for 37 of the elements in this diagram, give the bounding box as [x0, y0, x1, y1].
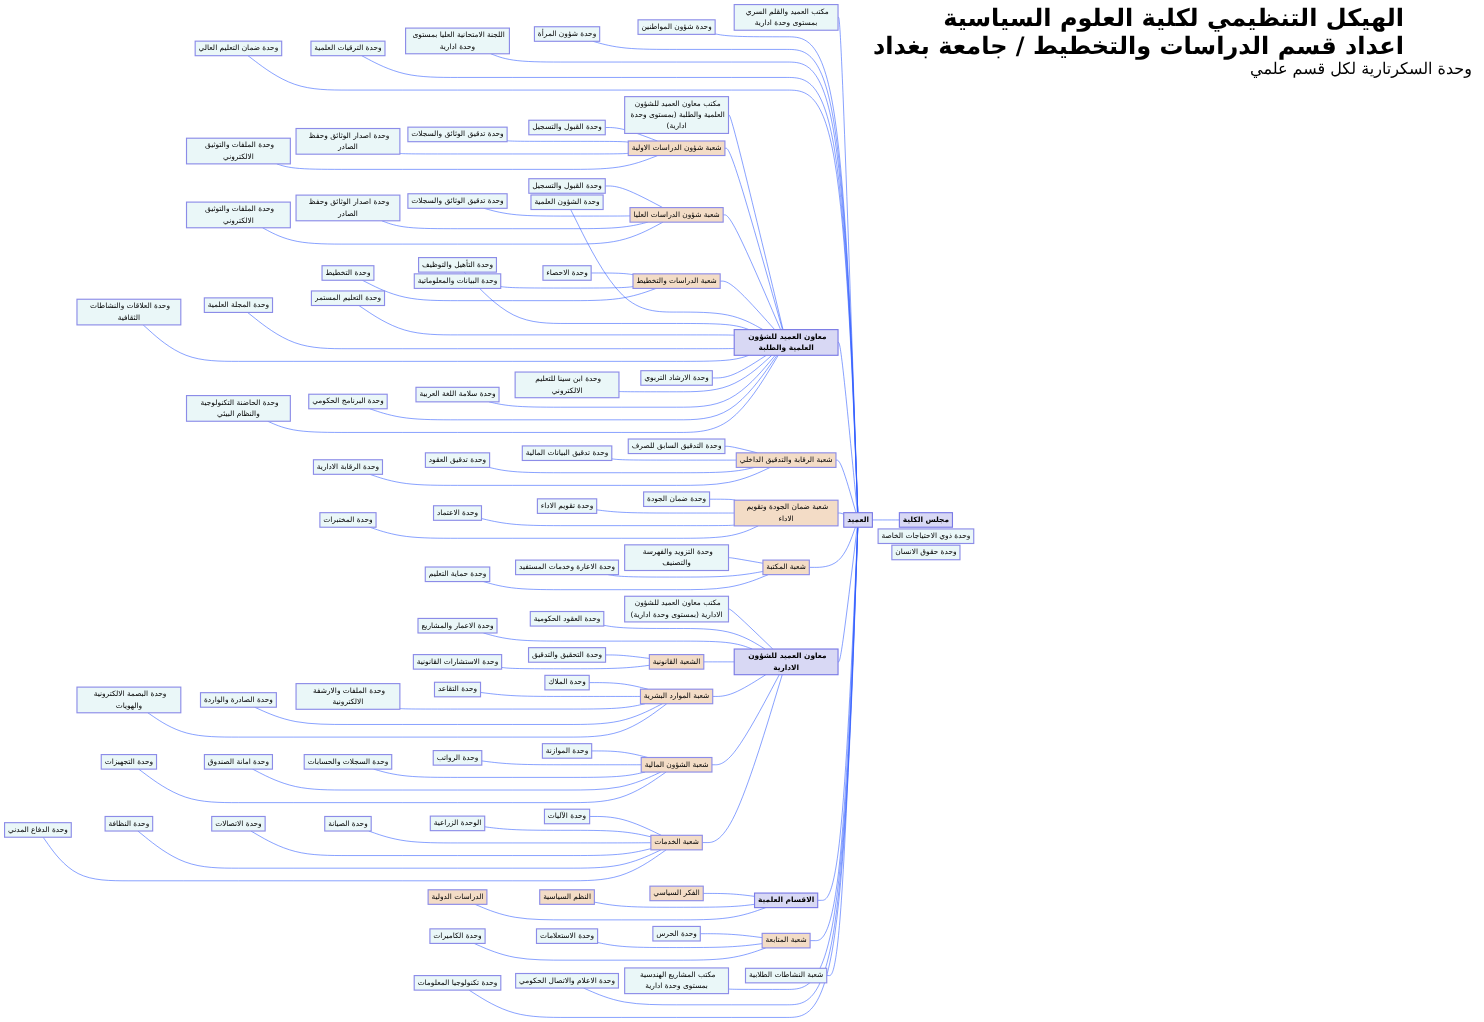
- connector: [712, 355, 767, 379]
- connector: [500, 286, 634, 289]
- connector: [369, 355, 778, 421]
- connector: [722, 214, 781, 330]
- connector: [381, 220, 649, 229]
- connector: [809, 526, 859, 941]
- chart-title: الهيكل التنظيمي لكلية العلوم السياسية: [941, 4, 1404, 32]
- connector: [835, 459, 857, 513]
- connector: [728, 114, 784, 330]
- connector: [142, 324, 750, 362]
- subtitle: اعداد قسم الدراسات والتخطيط / جامعة بغداد: [872, 32, 1404, 60]
- connector: [618, 355, 773, 393]
- connector: [262, 221, 664, 245]
- connector: [590, 272, 634, 275]
- connector: [583, 526, 859, 1006]
- connector: [712, 674, 767, 697]
- connector: [362, 279, 657, 301]
- connector: [592, 41, 859, 513]
- connector: [872, 519, 900, 521]
- connector: [483, 632, 753, 650]
- note: وحدة السكرتارية لكل قسم علمي: [1250, 60, 1472, 78]
- connector: [702, 893, 755, 897]
- connector: [714, 33, 859, 513]
- connector: [817, 526, 859, 901]
- connector: [728, 526, 859, 990]
- connector: [468, 526, 859, 1018]
- connector: [724, 147, 783, 330]
- connector: [474, 904, 766, 921]
- connector: [702, 674, 783, 843]
- connector: [826, 526, 859, 976]
- connector: [488, 355, 776, 408]
- connector: [809, 526, 856, 568]
- connector: [711, 674, 780, 766]
- connector: [594, 901, 755, 908]
- connector: [267, 355, 779, 433]
- connector: [719, 280, 775, 330]
- connector: [483, 208, 631, 217]
